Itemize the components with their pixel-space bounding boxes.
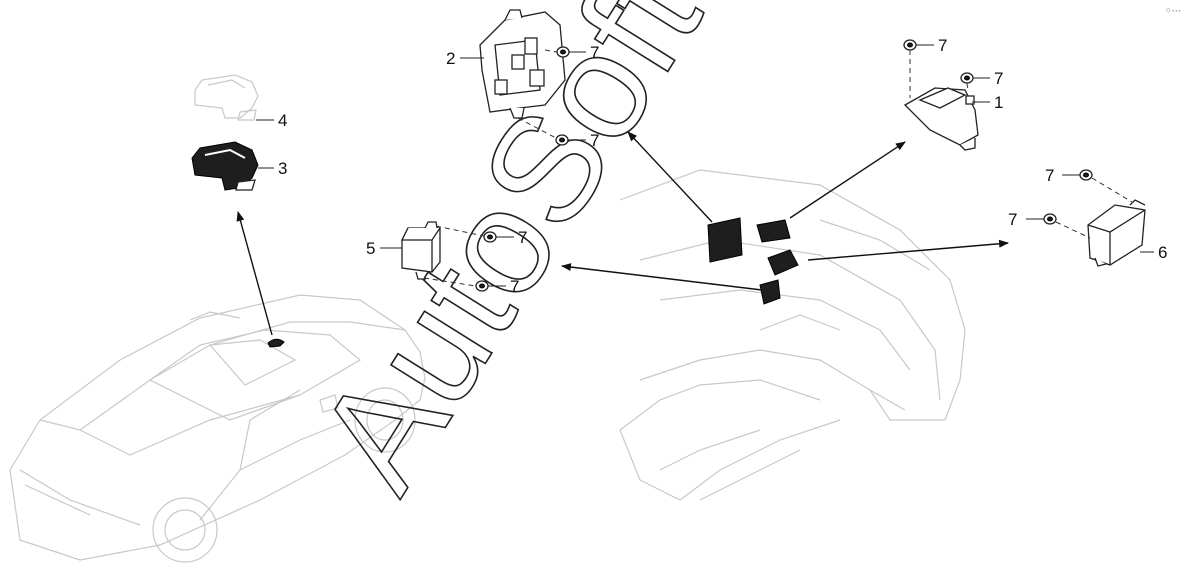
- callout-1: 1: [994, 93, 1003, 112]
- callout-7-f: 7: [1008, 210, 1017, 229]
- dashboard-modules: [707, 217, 799, 305]
- callout-7-b: 7: [590, 131, 599, 150]
- callout-2: 2: [446, 49, 455, 68]
- nut-6a: [1079, 169, 1093, 181]
- callout-7-d: 7: [994, 69, 1003, 88]
- nut-2a: [556, 46, 570, 58]
- arrows: [236, 131, 1009, 336]
- callout-3: 3: [278, 159, 287, 178]
- callout-4: 4: [278, 111, 287, 130]
- nut-2b: [555, 134, 569, 146]
- corner-code: ⬡ ∘∘∘: [1166, 8, 1181, 14]
- callout-7-e: 7: [1045, 166, 1054, 185]
- callout-7-h: 7: [510, 277, 519, 296]
- nut-6b: [1043, 213, 1057, 225]
- nut-5a: [483, 231, 497, 243]
- car-outline: [9, 294, 426, 563]
- callout-7-c: 7: [938, 36, 947, 55]
- nut-1b: [960, 72, 974, 84]
- part-5-module: [400, 221, 441, 280]
- nut-5b: [475, 280, 489, 292]
- callout-6: 6: [1158, 243, 1167, 262]
- dashed-lines: [423, 49, 1133, 287]
- callout-7-g: 7: [518, 228, 527, 247]
- nut-1a: [903, 39, 917, 51]
- leader-lines: [256, 44, 1154, 287]
- part-2-module: [479, 9, 566, 119]
- callouts: 2 7 7 7 7 1 7 7 6 5 7 7 4 3: [278, 36, 1167, 296]
- callout-7-a: 7: [590, 43, 599, 62]
- part-3-sensor: [191, 141, 259, 191]
- part-1-module: [903, 87, 979, 151]
- part-6-module: [1087, 199, 1146, 267]
- dashboard-outline: [619, 169, 966, 501]
- part-4-sensor: [194, 74, 259, 121]
- callout-5: 5: [366, 239, 375, 258]
